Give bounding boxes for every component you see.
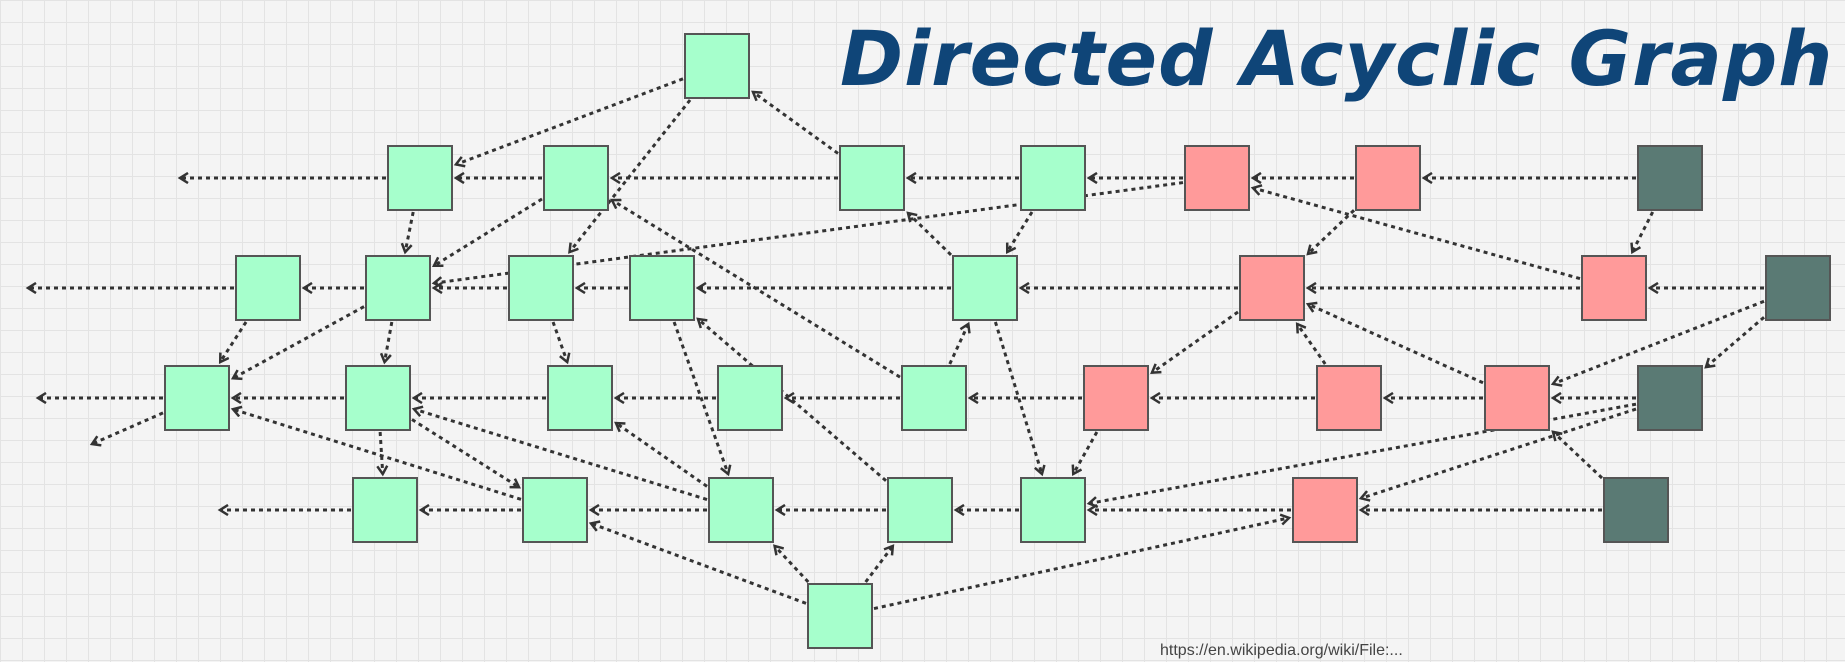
edge-A6-B6 [1308, 209, 1356, 254]
edge-A4-B5 [1007, 211, 1034, 252]
node-C3-confirmed [547, 365, 613, 431]
node-A1-confirmed [387, 145, 453, 211]
node-C4-confirmed [717, 365, 783, 431]
node-A2-confirmed [543, 145, 609, 211]
node-C5-confirmed [901, 365, 967, 431]
node-A7-tip [1637, 145, 1703, 211]
node-B7-pending [1581, 255, 1647, 321]
edge-B5-A3 [908, 213, 953, 256]
edge-C5-B5 [948, 324, 969, 365]
edge-C6-D5 [1073, 431, 1099, 474]
edge-A5-B2 [434, 181, 1184, 284]
edge-B3-C3 [551, 321, 567, 362]
edge-N0-A1 [456, 77, 684, 165]
node-C9-tip [1637, 365, 1703, 431]
node-A3-confirmed [839, 145, 905, 211]
edge-B2-C2 [385, 321, 394, 362]
node-A5-pending [1184, 145, 1250, 211]
edge-A1-B2 [405, 211, 415, 252]
node-C1-confirmed [164, 365, 230, 431]
node-layer [164, 33, 1831, 649]
node-D6-pending [1292, 477, 1358, 543]
node-B2-confirmed [365, 255, 431, 321]
edge-D7-C8 [1553, 432, 1604, 480]
node-C7-pending [1316, 365, 1382, 431]
edge-B2-C1 [233, 305, 365, 379]
source-link[interactable]: https://en.wikipedia.org/wiki/File:... [1160, 642, 1403, 659]
node-D4-confirmed [887, 477, 953, 543]
edge-C5-A2 [612, 200, 901, 379]
node-C2-confirmed [345, 365, 411, 431]
edge-C2-D2 [411, 418, 519, 489]
node-B4-confirmed [629, 255, 695, 321]
edge-C9-D6 [1361, 407, 1637, 498]
node-E1-confirmed [807, 583, 873, 649]
node-D5-confirmed [1020, 477, 1086, 543]
diagram-title: Directed Acyclic Graph [840, 14, 1834, 103]
node-C8-pending [1484, 365, 1550, 431]
edge-E1-D2 [591, 523, 807, 605]
edge-C1-W_C2 [92, 411, 164, 444]
node-D7-tip [1603, 477, 1669, 543]
edge-D2-C1 [233, 409, 522, 501]
node-B1-confirmed [235, 255, 301, 321]
edge-A7-B7 [1632, 211, 1655, 252]
node-D2-confirmed [522, 477, 588, 543]
node-C6-pending [1083, 365, 1149, 431]
edge-C7-B6 [1297, 324, 1327, 365]
edge-layer [28, 77, 1765, 611]
edge-D3-C2 [414, 409, 708, 501]
edge-C2-D1 [380, 431, 383, 474]
edge-B4-D3 [672, 321, 728, 474]
edge-B1-C1 [220, 321, 248, 362]
node-D3-confirmed [708, 477, 774, 543]
node-B3-confirmed [508, 255, 574, 321]
node-B8-tip [1765, 255, 1831, 321]
edge-B8-C8 [1553, 299, 1765, 384]
edge-E1-D3 [775, 546, 810, 584]
node-B6-pending [1239, 255, 1305, 321]
edge-D3-C3 [616, 423, 708, 488]
edge-A2-B2 [434, 197, 543, 266]
node-A4-confirmed [1020, 145, 1086, 211]
edge-N0-B3 [570, 99, 692, 252]
edge-B5-D5 [993, 321, 1042, 474]
edge-E1-D6 [873, 518, 1289, 611]
edge-A3-N0 [753, 92, 839, 155]
edge-B8-C9 [1706, 316, 1765, 367]
node-B5-confirmed [952, 255, 1018, 321]
edge-B7-A5 [1253, 188, 1581, 281]
edge-D4-B4 [698, 319, 887, 482]
edge-E1-D4 [864, 546, 893, 583]
node-A6-pending [1355, 145, 1421, 211]
node-N0-confirmed [684, 33, 750, 99]
node-D1-confirmed [352, 477, 418, 543]
edge-B6-C6 [1152, 310, 1239, 373]
